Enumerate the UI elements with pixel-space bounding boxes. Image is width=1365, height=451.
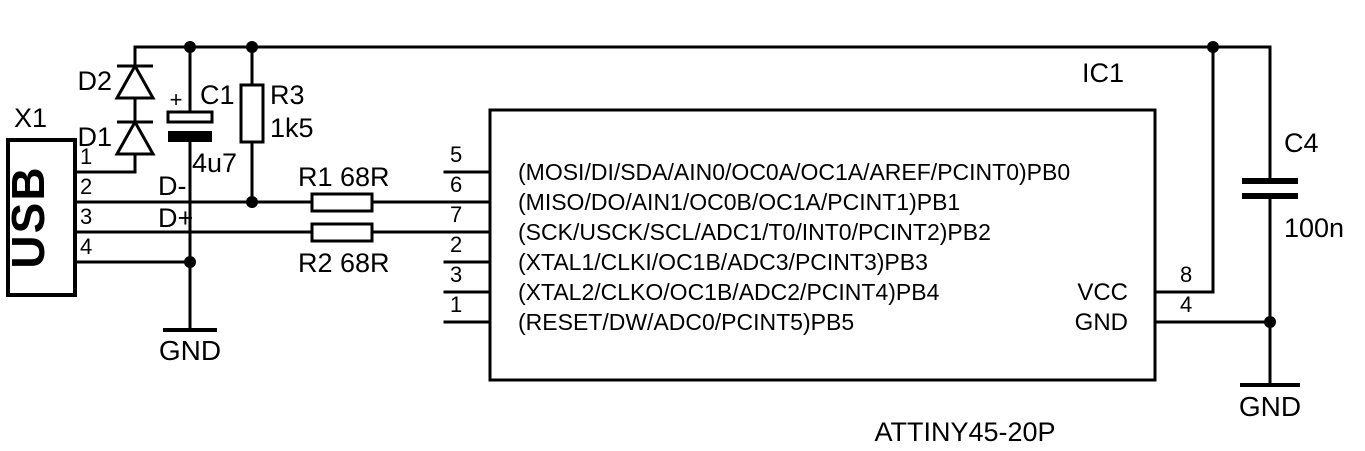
diode-d2-symbol [114,62,156,100]
junction-dots [184,41,1276,328]
gnd-left-label: GND [159,335,221,366]
wire-segments [73,45,1272,387]
ic-pin-number-7: 7 [450,202,462,227]
gnd-right-label: GND [1239,391,1301,422]
ic-pin-number-5: 5 [450,142,462,167]
usb-pin-numbers: 1 2 3 4 [80,144,92,259]
ic-pin-label-pb3: (XTAL1/CLKI/OC1B/ADC3/PCINT3)PB3 [518,249,928,275]
ic-pin-label-pb4: (XTAL2/CLKO/OC1B/ADC2/PCINT4)PB4 [518,279,940,305]
capacitor-c4-symbol [1242,178,1298,199]
ic-body [488,108,1157,382]
ic-pin-number-8: 8 [1180,262,1192,287]
diode-d2-ref: D2 [77,66,112,96]
net-label-dplus: D+ [158,203,193,233]
capacitor-c1-value: 4u7 [192,148,237,178]
ic-left-pin-numbers: 5 6 7 2 3 1 [450,142,462,317]
ic-pin-number-2: 2 [450,232,462,257]
ic-gnd-label: GND [1075,309,1128,336]
ic-ref: IC1 [1082,58,1124,88]
ic-vcc-label: VCC [1077,279,1128,306]
resistor-r1-symbol [310,192,374,213]
ic-pin-number-6: 6 [450,172,462,197]
capacitor-c1-symbol [166,110,214,142]
usb-pin-number-2: 2 [80,174,92,199]
ic-pin-label-pb0: (MOSI/DI/SDA/AIN0/OC0A/OC1A/AREF/PCINT0)… [518,159,1070,185]
diode-d1-ref: D1 [77,122,112,152]
ic-pin-number-3: 3 [450,262,462,287]
capacitor-c1-ref: C1 [200,80,235,110]
ic-left-pin-labels: (MOSI/DI/SDA/AIN0/OC0A/OC1A/AREF/PCINT0)… [518,159,1070,335]
resistor-r1-label: R1 68R [298,162,390,192]
usb-connector-body [6,138,77,297]
usb-connector-label: USB [2,165,54,268]
diode-d1-symbol [114,118,156,156]
usb-pin-number-1: 1 [80,144,92,169]
usb-pin-number-4: 4 [80,234,92,259]
ic-pin-label-pb5: (RESET/DW/ADC0/PCINT5)PB5 [518,309,854,335]
capacitor-c4-ref: C4 [1284,128,1319,158]
usb-pin-number-3: 3 [80,204,92,229]
net-label-dminus: D- [158,171,187,201]
ic-pin-label-pb1: (MISO/DO/AIN1/OC0B/OC1A/PCINT1)PB1 [518,189,960,215]
resistor-r2-label: R2 68R [298,248,390,278]
resistor-r3-value: 1k5 [270,113,314,143]
resistor-r3-ref: R3 [270,80,305,110]
capacitor-c1-plus: + [170,87,183,112]
resistor-r3-symbol [239,83,265,144]
ic-pin-number-4: 4 [1180,292,1192,317]
capacitor-c4-value: 100n [1284,213,1344,243]
ic-part-number: ATTINY45-20P [874,417,1055,447]
usb-connector-ref: X1 [14,103,47,133]
resistor-r2-symbol [310,222,374,243]
ic-pin-label-pb2: (SCK/USCK/SCL/ADC1/T0/INT0/PCINT2)PB2 [518,219,991,245]
ic-pin-number-1: 1 [450,292,462,317]
